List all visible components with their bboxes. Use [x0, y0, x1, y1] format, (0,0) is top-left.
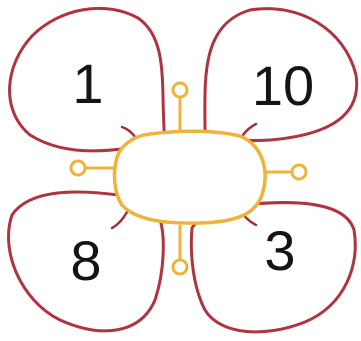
knob-bottom	[173, 260, 187, 274]
petal-number-top-left: 1	[72, 52, 103, 115]
petal-number-bottom-left: 8	[70, 229, 101, 292]
petal-number-top-right: 10	[252, 54, 314, 117]
flower-center	[115, 131, 266, 223]
petal-number-bottom-right: 3	[264, 219, 295, 282]
knob-right	[292, 165, 306, 179]
knob-top	[173, 83, 187, 97]
knob-left	[71, 161, 85, 175]
